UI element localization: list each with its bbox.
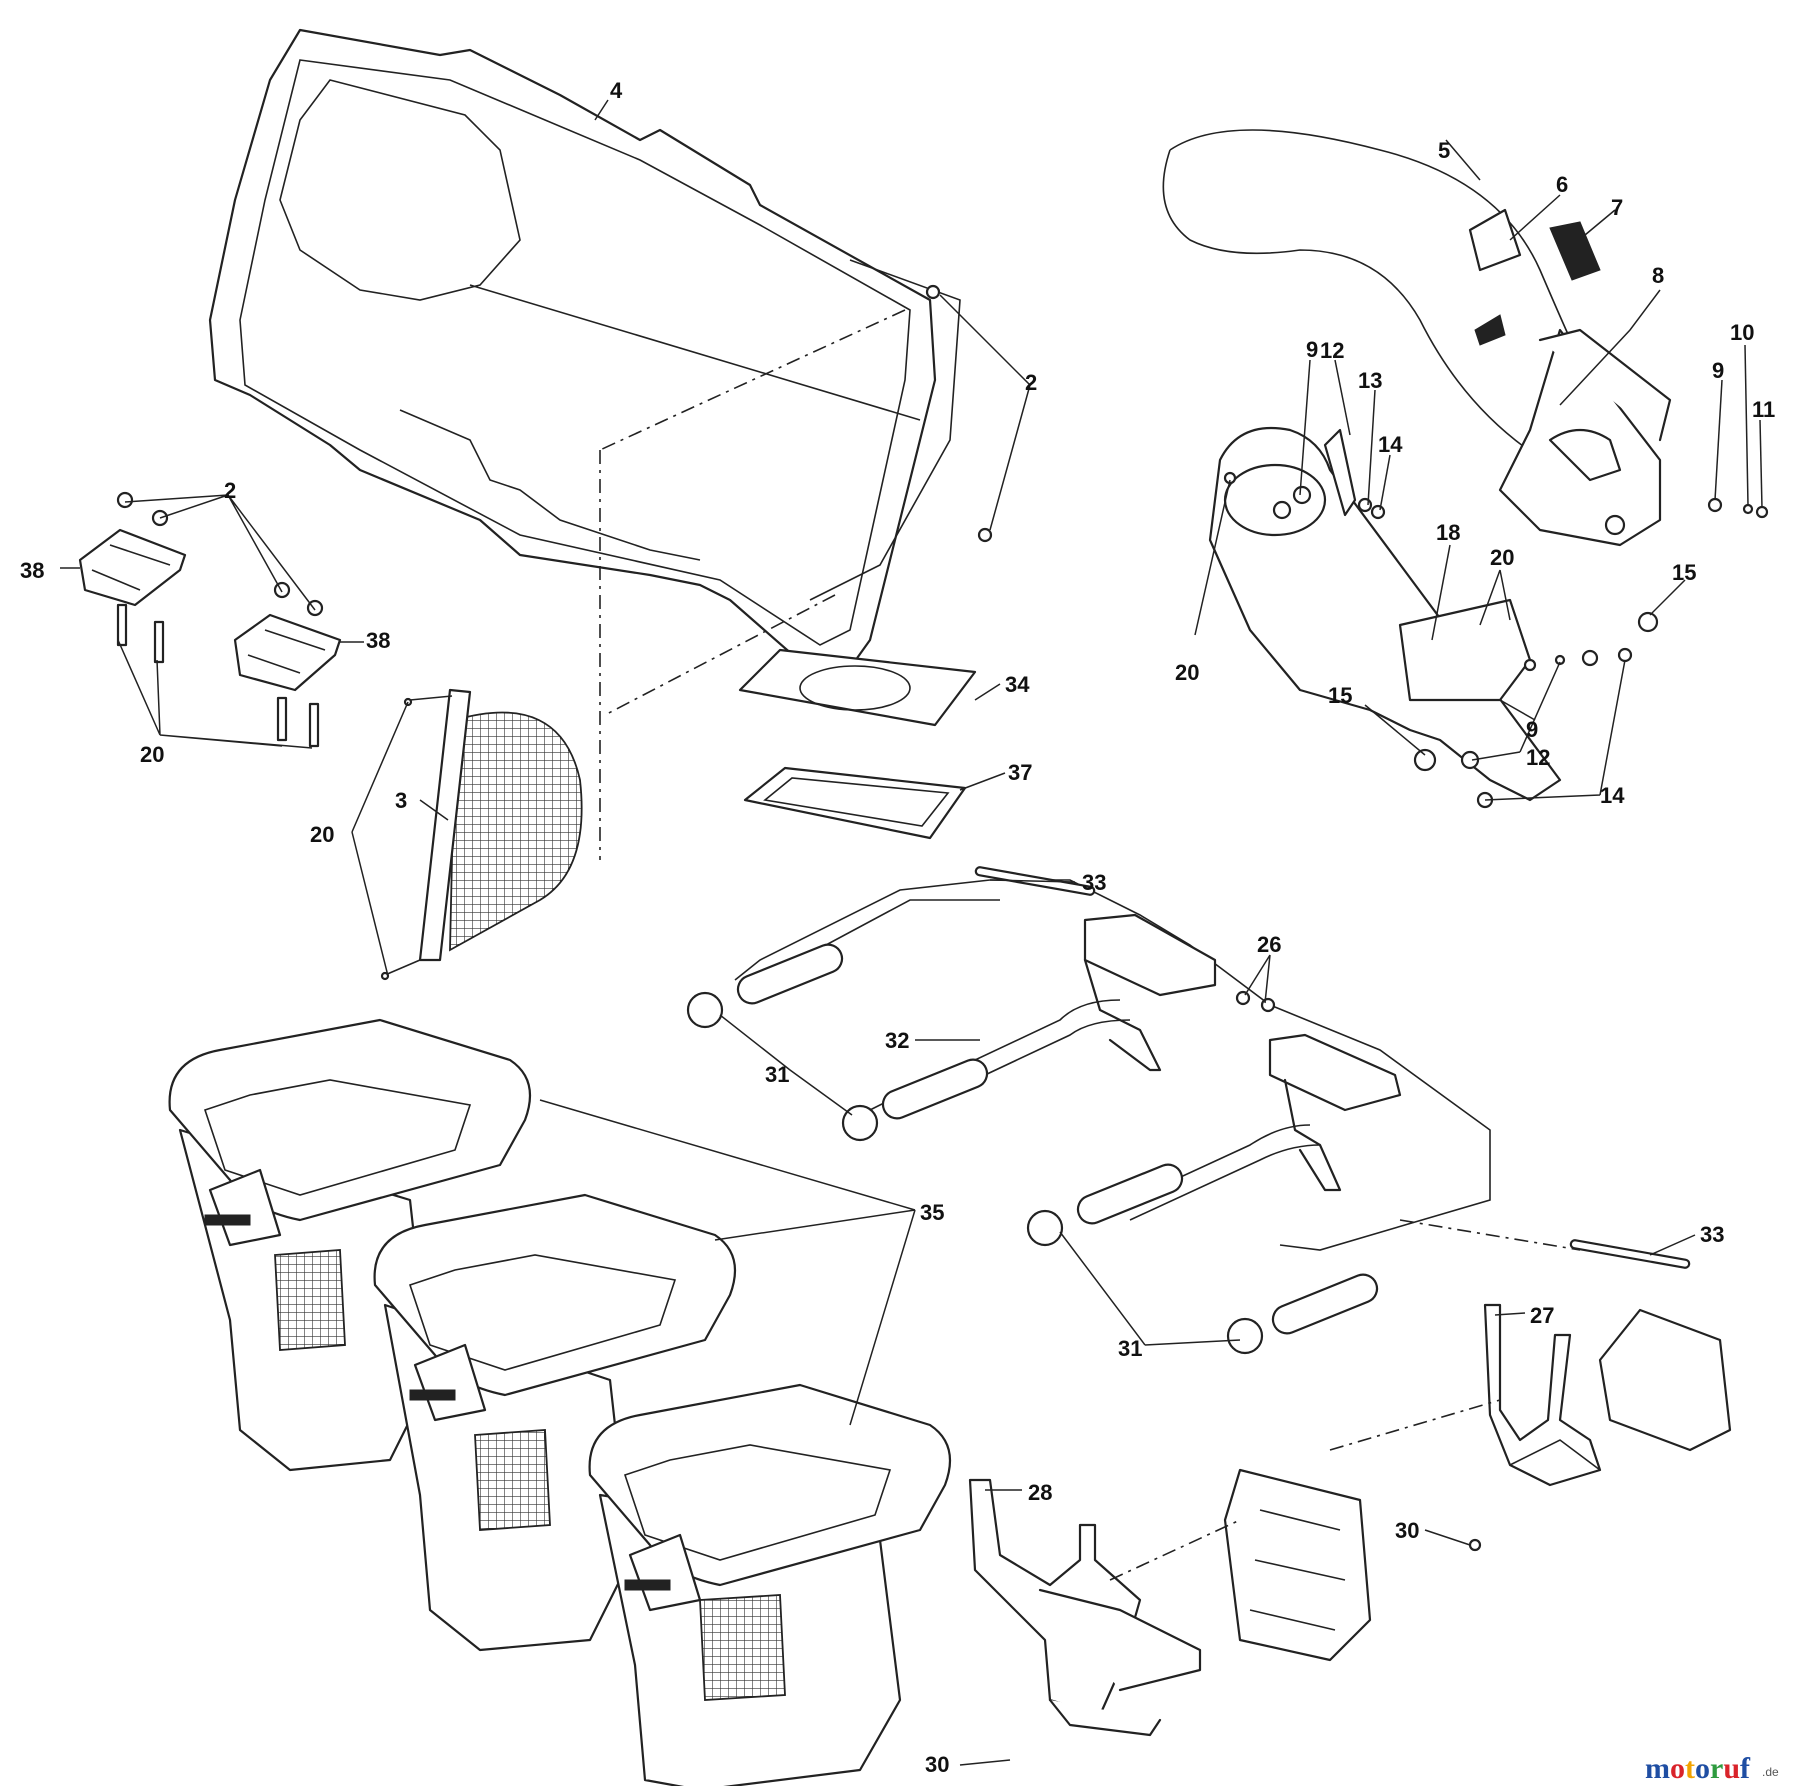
frame-37-part bbox=[743, 766, 967, 840]
callout-13: 13 bbox=[1358, 368, 1382, 393]
callout-32: 32 bbox=[885, 1028, 909, 1053]
catcher-lid-part bbox=[208, 28, 993, 672]
callout-27: 27 bbox=[1530, 1303, 1554, 1328]
callout-33-upper: 33 bbox=[1082, 870, 1106, 895]
callout-9-upper: 9 bbox=[1306, 337, 1318, 362]
callout-20-tube: 20 bbox=[1175, 660, 1199, 685]
watermark-letter: t bbox=[1685, 1752, 1695, 1785]
watermark-letter: r bbox=[1710, 1752, 1723, 1785]
callout-4: 4 bbox=[610, 78, 623, 103]
bracket-27-part bbox=[1468, 1303, 1732, 1552]
callout-9-right: 9 bbox=[1712, 358, 1724, 383]
callout-8: 8 bbox=[1652, 263, 1664, 288]
bracket-28-part bbox=[968, 1468, 1372, 1737]
screen-filter-part bbox=[380, 688, 583, 981]
callout-30-right: 30 bbox=[1395, 1518, 1419, 1543]
callout-14-lower: 14 bbox=[1600, 783, 1625, 808]
callout-20-brackets: 20 bbox=[140, 742, 164, 767]
watermark-logo: motoruf .de bbox=[1645, 1752, 1779, 1785]
callout-35: 35 bbox=[920, 1200, 944, 1225]
watermark-letter: u bbox=[1723, 1752, 1740, 1785]
callout-31-lower: 31 bbox=[1118, 1336, 1142, 1361]
bag-3-part bbox=[588, 1383, 952, 1786]
callout-7: 7 bbox=[1611, 195, 1623, 220]
bracket-left-part bbox=[78, 491, 187, 664]
discharge-tube-part bbox=[1162, 129, 1769, 809]
callout-38-right: 38 bbox=[366, 628, 390, 653]
callout-37: 37 bbox=[1008, 760, 1032, 785]
callout-12-upper: 12 bbox=[1320, 338, 1344, 363]
callout-2-upper: 2 bbox=[1025, 370, 1037, 395]
callout-9-lower: 9 bbox=[1526, 717, 1538, 742]
callout-2-lower: 2 bbox=[224, 478, 236, 503]
plate-34-part bbox=[738, 648, 977, 727]
callout-34: 34 bbox=[1005, 672, 1030, 697]
callout-14-upper: 14 bbox=[1378, 432, 1403, 457]
callout-6: 6 bbox=[1556, 172, 1568, 197]
callout-38-left: 38 bbox=[20, 558, 44, 583]
bracket-right-part bbox=[233, 581, 342, 748]
callout-3: 3 bbox=[395, 788, 407, 813]
callout-15-right: 15 bbox=[1672, 560, 1696, 585]
callout-26: 26 bbox=[1257, 932, 1281, 957]
watermark-letter: f bbox=[1740, 1752, 1751, 1785]
watermark-letter: m bbox=[1645, 1752, 1670, 1785]
callout-labels: 4 2 2 38 38 20 20 3 34 37 5 6 7 8 9 12 1… bbox=[20, 78, 1775, 1777]
watermark-letter: o bbox=[1695, 1752, 1710, 1785]
watermark-suffix: .de bbox=[1762, 1765, 1779, 1779]
callout-28: 28 bbox=[1028, 1480, 1052, 1505]
callout-11: 11 bbox=[1752, 397, 1775, 422]
bag-2-part bbox=[373, 1193, 737, 1652]
callout-5: 5 bbox=[1438, 138, 1450, 163]
callout-20-chute: 20 bbox=[1490, 545, 1514, 570]
callout-18: 18 bbox=[1436, 520, 1460, 545]
watermark-letter: o bbox=[1670, 1752, 1685, 1785]
leader-lines bbox=[60, 99, 1763, 1766]
frame-assembly-part bbox=[686, 866, 1691, 1355]
callout-20-screen: 20 bbox=[310, 822, 334, 847]
callout-31-upper: 31 bbox=[765, 1062, 789, 1087]
callout-10: 10 bbox=[1730, 320, 1754, 345]
watermark-text: motoruf bbox=[1645, 1752, 1751, 1785]
callout-12-lower: 12 bbox=[1526, 745, 1550, 770]
bag-1-part bbox=[168, 1018, 532, 1472]
callout-30-left: 30 bbox=[925, 1752, 949, 1777]
callout-33-lower: 33 bbox=[1700, 1222, 1724, 1247]
callout-15-left: 15 bbox=[1328, 683, 1352, 708]
